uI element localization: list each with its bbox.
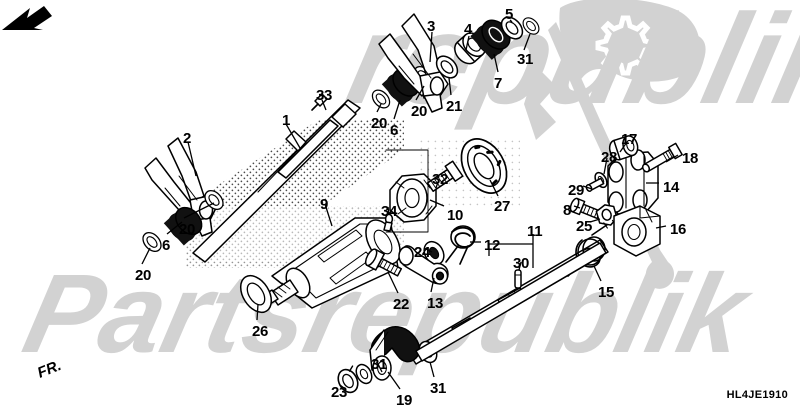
callout-12: 12: [484, 237, 501, 254]
callout-21: 21: [446, 98, 463, 115]
callout-9: 9: [320, 196, 329, 213]
callout-20: 20: [135, 267, 152, 284]
callout-16: 16: [670, 221, 687, 238]
callout-3: 3: [427, 18, 436, 35]
callout-30: 30: [513, 255, 530, 272]
callout-18: 18: [682, 150, 699, 167]
part-6-bushing-left: [163, 206, 203, 246]
part-1-shift-fork-shaft: [192, 99, 361, 263]
callout-19: 19: [396, 392, 413, 409]
part-34-dowel-pin: [383, 213, 394, 232]
part-9-shift-drum: [255, 217, 401, 310]
part-7-spacer-dark: [470, 19, 511, 60]
front-direction-arrow-icon: [2, 6, 52, 30]
part-33-set-pin: [311, 93, 328, 111]
callout-8: 8: [563, 202, 572, 219]
callout-23: 23: [331, 384, 348, 401]
part-27-ball-bearing: [460, 138, 508, 194]
part-19-shift-pawl: [369, 326, 421, 381]
callout-25: 25: [576, 218, 593, 235]
callout-6: 6: [162, 237, 171, 254]
catalog-code: HL4JE1910: [726, 389, 788, 401]
spindle-shaft-lower: [415, 242, 607, 362]
part-8-bolt-small: [569, 197, 601, 220]
part-10-shift-drum-cam-plate: [385, 149, 437, 233]
callout-6: 6: [390, 122, 399, 139]
part-26-oil-seal: [239, 274, 273, 314]
part-13-stopper-arm: [398, 245, 449, 285]
callout-13: 13: [427, 295, 444, 312]
callout-20: 20: [411, 103, 428, 120]
callout-7: 7: [494, 75, 503, 92]
callout-31: 31: [517, 51, 534, 68]
part-32-bolt-flange: [426, 160, 464, 193]
callout-24: 24: [414, 244, 431, 261]
callout-5: 5: [505, 6, 514, 23]
callout-22: 22: [393, 296, 410, 313]
callout-31: 31: [430, 380, 447, 397]
part-22-flange-bolt: [364, 248, 403, 277]
part-31-washer-left: [355, 363, 373, 385]
part-16-shift-arm-block: [613, 205, 661, 257]
callout-33: 33: [316, 87, 333, 104]
callout-11: 11: [527, 223, 543, 240]
callout-32: 32: [432, 171, 449, 188]
callout-20: 20: [371, 115, 388, 132]
callout-27: 27: [494, 198, 511, 215]
part-12-return-spring: [445, 225, 476, 265]
callout-28: 28: [601, 149, 618, 166]
callout-1: 1: [282, 112, 291, 129]
callout-34: 34: [381, 203, 398, 220]
part-30-pin-spring: [514, 269, 522, 289]
callout-17: 17: [621, 131, 638, 148]
callout-14: 14: [663, 179, 680, 196]
part-3-shift-fork-right: [378, 13, 449, 113]
callout-31: 31: [371, 356, 388, 373]
part-17-collar-pin: [608, 135, 639, 161]
callout-15: 15: [598, 284, 615, 301]
callout-20: 20: [179, 221, 196, 238]
leader-lines: [141, 19, 679, 390]
callout-29: 29: [568, 182, 585, 199]
callout-4: 4: [464, 21, 473, 38]
callout-10: 10: [447, 207, 464, 224]
callout-26: 26: [252, 323, 269, 340]
part-18-bolt-long: [641, 142, 683, 173]
callout-2: 2: [183, 130, 192, 147]
